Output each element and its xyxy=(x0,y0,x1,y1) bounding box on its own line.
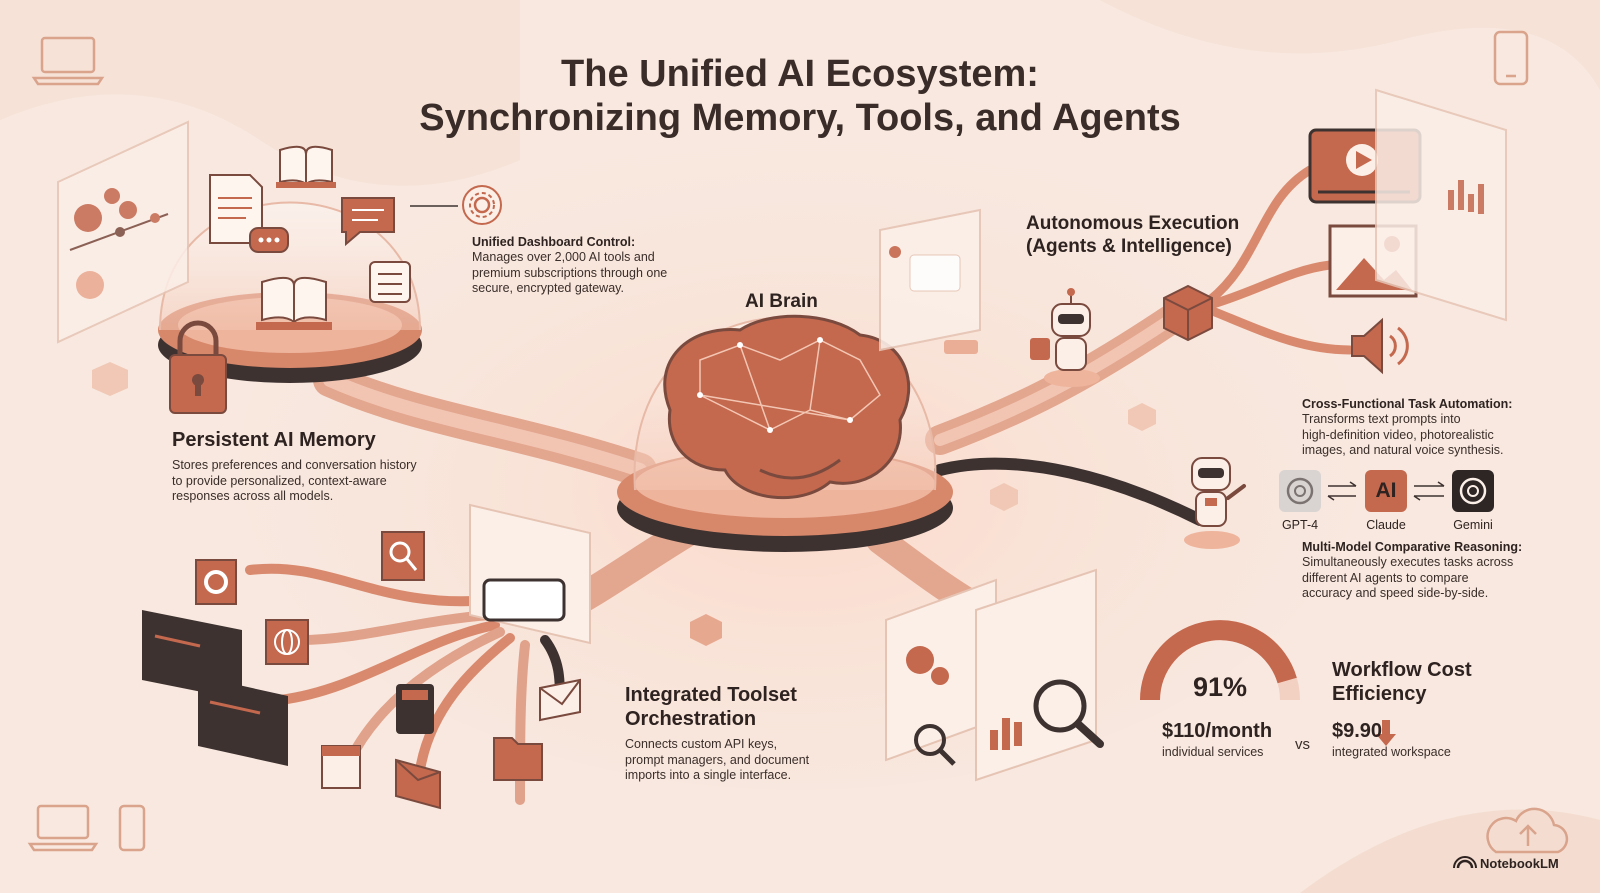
dashboard-desc-3: secure, encrypted gateway. xyxy=(472,281,624,295)
toolset-desc-2: prompt managers, and document xyxy=(625,752,810,767)
dashboard-callout: Unified Dashboard Control: Manages over … xyxy=(472,235,712,297)
laptop-icon xyxy=(31,36,105,86)
memory-desc-2: to provide personalized, context-aware xyxy=(172,473,387,488)
gear-icon xyxy=(195,559,237,605)
chat-bubble-icon xyxy=(341,197,395,247)
model-label-gpt4: GPT-4 xyxy=(1281,518,1319,532)
autonomous-callout: Autonomous Execution (Agents & Intellige… xyxy=(1026,212,1286,258)
model-logos xyxy=(1279,470,1494,512)
dashboard-desc-1: Manages over 2,000 AI tools and xyxy=(472,250,655,264)
cross-desc-1: Transforms text prompts into xyxy=(1302,412,1461,426)
analytics-panel xyxy=(1375,88,1507,322)
chat-window xyxy=(879,208,981,354)
globe-icon xyxy=(265,619,309,665)
cube-icon xyxy=(1163,284,1213,342)
decor-cube xyxy=(1128,403,1156,431)
multi-model-callout: Multi-Model Comparative Reasoning: Simul… xyxy=(1302,540,1572,602)
chat-bubble-icon xyxy=(249,227,289,253)
open-book-icon xyxy=(256,276,332,330)
efficiency-gauge xyxy=(1140,620,1300,701)
search-icon xyxy=(381,531,425,581)
robot-icon xyxy=(1030,288,1100,387)
integrated-label: integrated workspace xyxy=(1332,745,1451,759)
cloud-upload-icon xyxy=(1486,807,1569,854)
toolset-desc-3: imports into a single interface. xyxy=(625,768,792,782)
folder-icon xyxy=(493,737,543,781)
model-label-gemini: Gemini xyxy=(1453,518,1493,532)
decor-cube xyxy=(690,614,722,646)
toolset-callout: Integrated Toolset Orchestration Connect… xyxy=(625,683,885,784)
settings-panel xyxy=(57,120,189,344)
multi-desc-2: different AI agents to compare xyxy=(1302,570,1469,585)
ai-brain-dome xyxy=(617,314,953,552)
multi-desc-1: Simultaneously executes tasks across xyxy=(1302,555,1514,569)
phone-icon xyxy=(118,804,146,852)
document-icon xyxy=(209,174,263,244)
vs-label: vs xyxy=(1295,736,1310,753)
brand-name: NotebookLM xyxy=(1480,856,1559,871)
cross-functional-callout: Cross-Functional Task Automation: Transf… xyxy=(1302,397,1562,459)
speaker-icon xyxy=(1351,317,1409,375)
memory-title: Persistent AI Memory xyxy=(172,429,376,451)
notebooklm-logo xyxy=(1453,856,1477,869)
laptop-icon xyxy=(27,804,99,852)
gear-icon xyxy=(462,185,502,225)
toolset-title-2: Orchestration xyxy=(625,708,757,730)
calculator-icon xyxy=(396,684,434,734)
padlock-icon xyxy=(169,320,227,414)
multi-title: Multi-Model Comparative Reasoning: xyxy=(1302,540,1523,554)
autonomous-title-1: Autonomous Execution xyxy=(1026,213,1240,234)
cross-title: Cross-Functional Task Automation: xyxy=(1302,397,1513,411)
analytics-cluster xyxy=(885,568,1104,782)
memory-desc-1: Stores preferences and conversation hist… xyxy=(172,458,417,472)
cost-callout: Workflow Cost Efficiency xyxy=(1332,658,1552,706)
brain-icon xyxy=(663,314,911,500)
ai-brain-label: AI Brain xyxy=(745,291,818,312)
title-line-2: Synchronizing Memory, Tools, and Agents xyxy=(419,97,1181,139)
title-line-1: The Unified AI Ecosystem: xyxy=(561,53,1039,95)
autonomous-title-2: (Agents & Intelligence) xyxy=(1026,236,1232,257)
dashboard-desc-2: premium subscriptions through one xyxy=(472,265,668,280)
cost-title-1: Workflow Cost xyxy=(1332,659,1472,681)
robot-icon xyxy=(1184,457,1246,549)
arrow-down-icon xyxy=(1376,720,1396,746)
envelope-icon xyxy=(395,758,441,810)
individual-price: $110/month xyxy=(1162,720,1273,742)
open-book-icon xyxy=(276,145,336,188)
tool-interface xyxy=(469,503,591,645)
phone-icon xyxy=(1493,30,1529,86)
model-label-claude: Claude xyxy=(1366,518,1406,532)
cost-title-2: Efficiency xyxy=(1332,683,1427,705)
anthropic-icon: AI xyxy=(1375,479,1397,502)
cross-desc-2: high-definition video, photorealistic xyxy=(1302,427,1494,442)
memory-callout: Persistent AI Memory Stores preferences … xyxy=(172,428,472,505)
memory-desc-3: responses across all models. xyxy=(172,489,334,503)
code-window-icon xyxy=(142,610,288,766)
cross-desc-3: images, and natural voice synthesis. xyxy=(1302,443,1504,457)
page-title: The Unified AI Ecosystem: Synchronizing … xyxy=(300,52,1300,140)
sliders-icon xyxy=(369,261,411,303)
multi-desc-3: accuracy and speed side-by-side. xyxy=(1302,586,1489,600)
integrated-price: $9.90 xyxy=(1332,720,1383,742)
efficiency-percent: 91% xyxy=(1192,672,1248,702)
decor-cube xyxy=(990,483,1018,511)
dashboard-title: Unified Dashboard Control: xyxy=(472,235,636,249)
toolset-title-1: Integrated Toolset xyxy=(625,684,797,706)
calendar-icon xyxy=(321,745,361,789)
individual-label: individual services xyxy=(1162,745,1264,759)
envelope-icon xyxy=(539,678,581,722)
decor-cube xyxy=(92,362,128,396)
toolset-desc-1: Connects custom API keys, xyxy=(625,737,778,751)
